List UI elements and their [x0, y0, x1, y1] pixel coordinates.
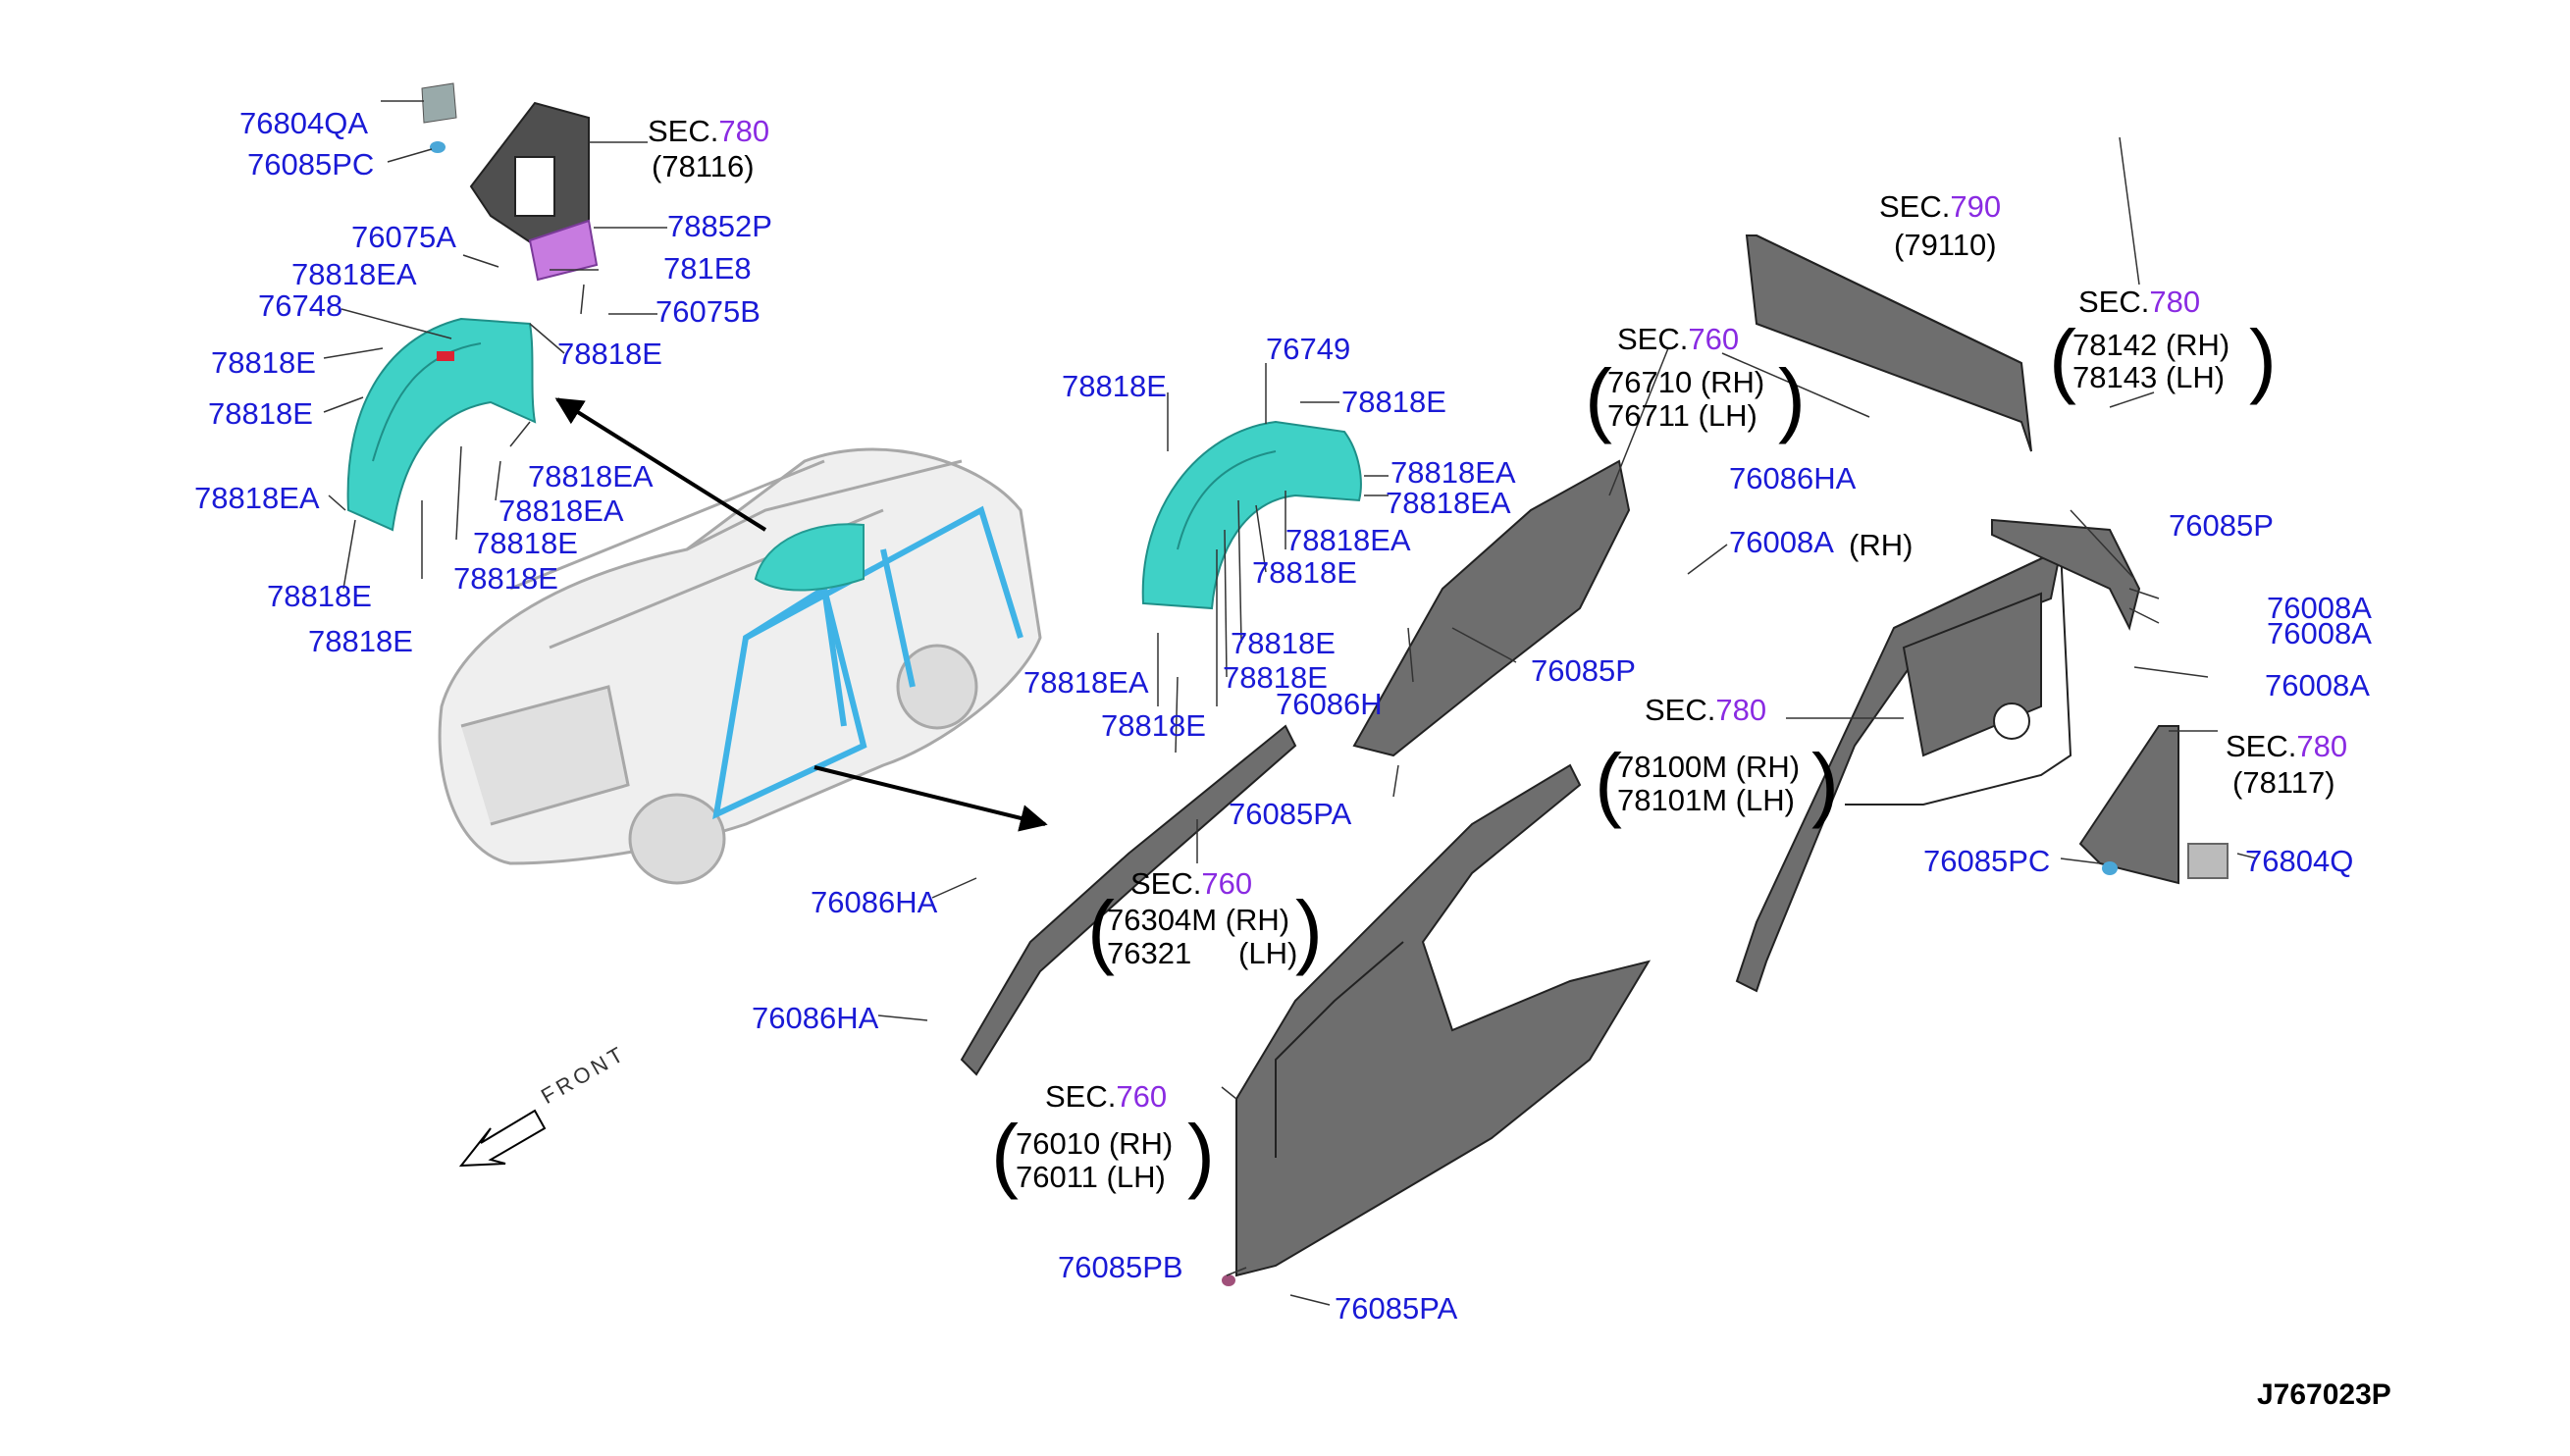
part-label: 78818E: [208, 396, 313, 431]
section-ref: 78142 (RH): [2072, 328, 2230, 362]
part-label: 76085PB: [1058, 1250, 1183, 1284]
wheelhouse-liner-76749: [1141, 420, 1362, 610]
paren-left: (: [2049, 313, 2076, 405]
part-label: 78818E: [1101, 708, 1206, 743]
part-label: 76804QA: [239, 106, 368, 140]
part-label: 78818EA: [1285, 523, 1411, 557]
section-ref: 76010 (RH): [1016, 1126, 1174, 1161]
part-label: 76804Q: [2245, 844, 2354, 878]
part-label: 76008A: [1729, 525, 1834, 559]
part-label: 76008A: [2267, 591, 2372, 625]
part-label: 76008A: [2267, 616, 2372, 650]
part-label: 78818E: [1341, 385, 1446, 419]
panel-78116: [421, 82, 590, 257]
part-label: 78818E: [1252, 555, 1357, 590]
part-label: 78818EA: [1386, 486, 1511, 520]
wheelhouse-liner-76748: [346, 317, 537, 532]
section-label: SEC.760: [1045, 1079, 1168, 1114]
part-label: 76085PA: [1229, 797, 1352, 831]
part-label: 78818E: [308, 624, 413, 658]
part-label: 76749: [1266, 332, 1351, 366]
section-label: SEC.760: [1617, 322, 1740, 356]
section-ref: (78117): [2232, 765, 2335, 800]
leader-arrow-bottom: [813, 765, 1048, 832]
section-label: SEC.790: [1879, 189, 2002, 224]
part-label: 78818EA: [291, 257, 417, 291]
paren-left: (: [991, 1108, 1019, 1200]
section-ref: 78143 (LH): [2072, 360, 2226, 394]
part-label: 76086HA: [811, 885, 938, 919]
vehicle-wheelhouse: [754, 523, 865, 592]
paren-right: ): [1295, 884, 1323, 976]
part-label: 78818E: [211, 345, 316, 380]
part-label: 78818EA: [1023, 665, 1149, 700]
frame-78142: [1991, 518, 2141, 631]
section-ref: 76304M (RH): [1107, 903, 1290, 937]
section-ref: 76710 (RH): [1607, 365, 1765, 399]
section-ref: 76711 (LH): [1607, 398, 1757, 433]
leader-lines: [323, 100, 2258, 1306]
leader-arrow-top: [554, 397, 767, 532]
section-ref: (LH): [1238, 936, 1298, 970]
section-label: SEC.780: [2226, 729, 2348, 763]
part-label: 78852P: [667, 209, 772, 243]
sill-76304M: [960, 724, 1297, 1076]
section-label: SEC.760: [1130, 866, 1253, 901]
part-label: 76086HA: [1729, 461, 1857, 495]
part-label: 78818EA: [1390, 455, 1516, 490]
paren-right: ): [1778, 352, 1806, 444]
outer-panel-78100M: [1735, 547, 2072, 993]
part-label: 78818E: [1223, 660, 1328, 695]
section-label: SEC.780: [1645, 693, 1767, 727]
part-label: 78818E: [453, 561, 558, 596]
section-ref: (78116): [652, 149, 755, 183]
protector-78852P: [528, 219, 599, 282]
section-ref: 78101M (LH): [1617, 783, 1795, 817]
section-label: SEC.780: [2078, 285, 2201, 319]
paren-right: ): [1187, 1108, 1215, 1200]
part-label: 76008A: [2265, 668, 2370, 702]
diagram-code: J767023P: [2257, 1378, 2391, 1411]
part-label: 76085P: [1531, 653, 1636, 688]
panel-79110: [1745, 234, 2032, 452]
part-label: 76086H: [1276, 687, 1383, 721]
part-label: 76748: [258, 288, 343, 323]
paren-right: ): [1811, 737, 1839, 829]
part-label: 78818EA: [528, 459, 654, 494]
part-label: 76085PC: [1923, 844, 2051, 878]
part-label: 78818E: [473, 526, 578, 560]
part-label: 78818E: [267, 579, 372, 613]
part-label: 781E8: [663, 251, 752, 286]
section-ref: (79110): [1894, 228, 1997, 262]
paren-left: (: [1087, 884, 1115, 976]
part-label: 78818E: [557, 337, 662, 371]
part-label: 76085P: [2169, 508, 2274, 543]
part-label: 78818E: [1062, 369, 1167, 403]
section-ref: 78100M (RH): [1617, 750, 1801, 784]
paren-right: ): [2249, 313, 2277, 405]
part-label: 78818EA: [194, 481, 320, 515]
section-label: SEC.780: [648, 114, 770, 148]
part-label: 78818E: [1231, 626, 1336, 660]
part-label: 76086HA: [752, 1001, 879, 1035]
front-arrow: [458, 1109, 547, 1168]
section-ref: 76321: [1107, 936, 1192, 970]
pillar-76710: [1352, 459, 1631, 757]
section-ref: 76011 (LH): [1016, 1160, 1166, 1194]
paren-left: (: [1585, 352, 1612, 444]
panel-78117: [2078, 725, 2229, 885]
body-side-76010: [1222, 763, 1652, 1286]
part-label: 76085PC: [247, 147, 375, 182]
paren-left: (: [1595, 737, 1622, 829]
part-label-rh: (RH): [1849, 528, 1914, 562]
part-label: 76075A: [351, 220, 456, 254]
part-label: 76085PA: [1335, 1291, 1458, 1326]
part-label: 78818EA: [498, 494, 624, 528]
part-label: 76075B: [656, 294, 761, 329]
